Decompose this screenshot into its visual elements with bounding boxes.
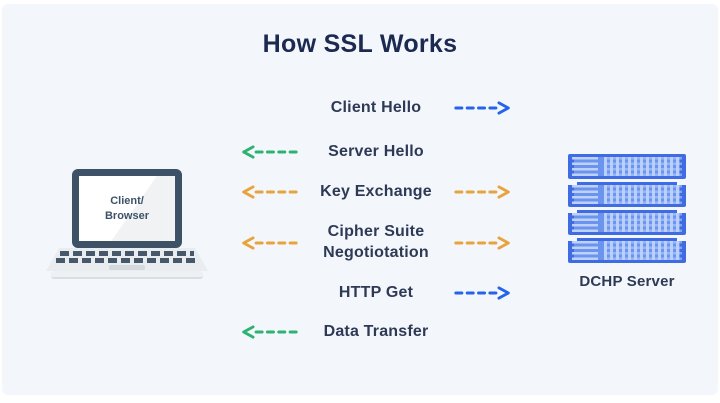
step-label: Key Exchange	[320, 182, 432, 200]
rack-notch	[677, 207, 689, 213]
server-ports-icon	[604, 213, 682, 232]
laptop-screen-label-line1: Client/	[110, 194, 144, 207]
page-title: How SSL Works	[262, 30, 458, 58]
server-vents-icon	[572, 185, 598, 204]
server-vents-icon	[572, 157, 598, 176]
laptop-keys-row	[56, 258, 198, 263]
server-ports-icon	[604, 241, 682, 260]
laptop-keys-row	[60, 251, 194, 256]
dashed-arrow-right-icon	[453, 185, 513, 199]
laptop-touchpad	[109, 265, 145, 270]
ssl-step-cipher-suite-negotiation: Cipher Suite Negotiotation	[236, 219, 516, 267]
laptop-base-lip	[51, 271, 203, 279]
client-laptop: Client/ Browser	[46, 169, 208, 279]
ssl-step-data-transfer: Data Transfer	[236, 321, 516, 343]
rack-notch	[565, 235, 577, 241]
dashed-arrow-left-icon	[239, 145, 299, 159]
dashed-arrow-left-icon	[239, 185, 299, 199]
step-label: Client Hello	[330, 98, 422, 116]
server-unit	[568, 238, 686, 263]
laptop-screen: Client/ Browser	[79, 176, 175, 241]
dashed-arrow-left-icon	[239, 236, 299, 250]
server-vents-icon	[572, 213, 598, 232]
server-ports-icon	[604, 157, 682, 176]
ssl-step-key-exchange: Key Exchange	[236, 181, 516, 203]
ssl-step-http-get: HTTP Get	[236, 282, 516, 304]
laptop-screen-label-line2: Browser	[104, 209, 150, 222]
dhcp-server: DCHP Server	[565, 154, 689, 290]
server-label: DCHP Server	[579, 273, 675, 290]
server-rack	[565, 154, 689, 263]
rack-notch	[565, 179, 577, 185]
server-vents-icon	[572, 241, 598, 260]
dashed-arrow-right-icon	[453, 236, 513, 250]
server-unit	[568, 182, 686, 207]
dashed-arrow-left-icon	[239, 325, 299, 339]
ssl-step-client-hello: Client Hello	[236, 97, 516, 119]
step-label: Data Transfer	[323, 322, 429, 340]
laptop-keyboard	[46, 248, 208, 271]
laptop-screen-bezel: Client/ Browser	[72, 169, 182, 248]
step-label: HTTP Get	[338, 283, 414, 301]
ssl-step-server-hello: Server Hello	[236, 141, 516, 163]
rack-notch	[677, 179, 689, 185]
server-unit	[568, 210, 686, 235]
server-unit	[568, 154, 686, 179]
server-ports-icon	[604, 185, 682, 204]
step-label: Cipher Suite Negotiotation	[323, 223, 429, 261]
dashed-arrow-right-icon	[453, 286, 513, 300]
dashed-arrow-right-icon	[453, 101, 513, 115]
diagram-card: How SSL Works Client/ Browser Client Hel…	[2, 4, 718, 395]
step-label: Server Hello	[328, 142, 424, 160]
rack-notch	[677, 235, 689, 241]
rack-notch	[565, 207, 577, 213]
